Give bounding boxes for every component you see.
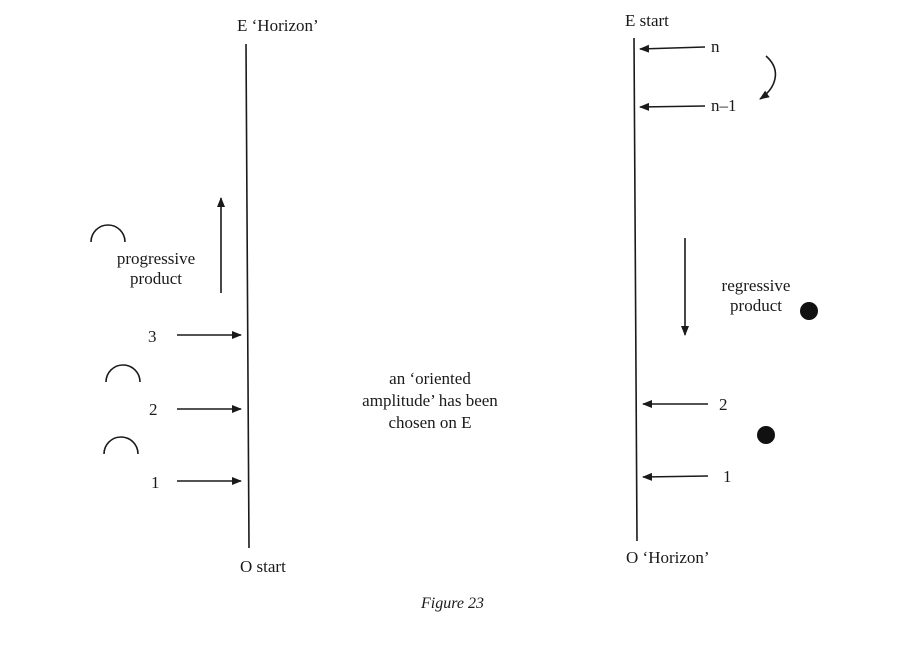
element-1-right-arrow (642, 472, 709, 481)
progressive-label-line-2: product (130, 268, 182, 288)
element-1-label: 1 (151, 473, 160, 492)
element-1-right-label: 1 (723, 467, 732, 486)
element-n-1-label: n–1 (711, 96, 737, 115)
element-n-arrow (639, 44, 706, 53)
left-axis-bottom-label: O start (240, 557, 286, 576)
element-2-label: 2 (149, 400, 158, 419)
element-3-label: 3 (148, 327, 157, 346)
center-note: an ‘oriented amplitude’ has been chosen … (330, 368, 530, 433)
progressive-label-line-1: progressive (116, 249, 196, 268)
element-2-right-label: 2 (719, 395, 728, 414)
right-axis-line (633, 37, 638, 542)
progressive-product-label: progressive product (100, 249, 212, 288)
filled-dot-symbol (757, 426, 775, 444)
left-axis-top-label: E ‘Horizon’ (237, 16, 319, 35)
center-note-line-1: an ‘oriented (389, 369, 471, 388)
right-axis-bottom-label: O ‘Horizon’ (626, 548, 710, 567)
filled-dot-symbol (800, 302, 818, 320)
center-note-line-2: amplitude’ has been (362, 390, 498, 410)
regressive-product-label: regressive product (700, 276, 812, 315)
left-axis-line (245, 43, 250, 549)
curved-descent-arrow (759, 55, 777, 100)
element-n-label: n (711, 37, 720, 56)
right-axis-top-label: E start (625, 11, 669, 30)
arc-symbol (90, 224, 126, 243)
figure-caption: Figure 23 (421, 595, 484, 612)
center-note-line-3: chosen on E (388, 412, 472, 432)
regressive-label-line-2: product (730, 295, 782, 315)
arc-symbol (105, 364, 141, 383)
regressive-label-line-1: regressive (721, 276, 791, 295)
element-n-1-arrow (639, 102, 706, 111)
arc-symbol (103, 436, 139, 455)
